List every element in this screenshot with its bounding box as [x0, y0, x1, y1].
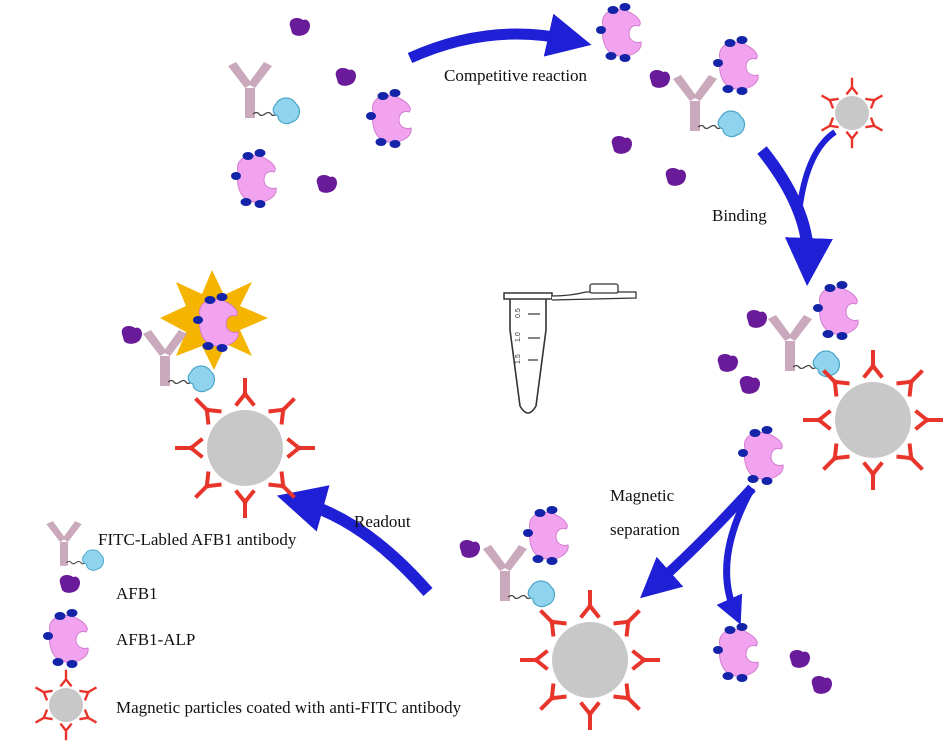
afb1-molecule: [739, 376, 761, 394]
afb1-molecule: [335, 68, 357, 86]
tube-mark: 1.5: [515, 354, 522, 364]
label-binding: Binding: [712, 206, 767, 225]
legend: [34, 520, 105, 739]
afb1-alp-conjugate: [365, 88, 412, 149]
legend-afb1-alp-label: AFB1-ALP: [116, 630, 196, 649]
afb1-molecule: [811, 676, 833, 694]
afb1-molecule: [789, 650, 811, 668]
afb1-alp-conjugate: [737, 425, 784, 486]
stage-initial-mix: [227, 18, 412, 209]
magnetic-particle: [805, 352, 941, 488]
legend-alp-icon: [42, 608, 89, 669]
arrow-readout: [276, 485, 433, 596]
magnetic-particle: [522, 592, 658, 728]
arrow-separation-down: [716, 486, 756, 625]
afb1-alp-conjugate: [595, 2, 642, 63]
label-readout: Readout: [354, 512, 411, 531]
label-separation: separation: [610, 520, 680, 539]
tube-mark: 1.0: [515, 332, 522, 342]
label-competitive-reaction: Competitive reaction: [444, 66, 588, 85]
stage-separation: [459, 425, 833, 728]
afb1-alp-conjugate: [230, 148, 277, 209]
afb1-alp-conjugate: [522, 505, 569, 566]
afb1-molecule: [289, 18, 311, 36]
afb1-molecule: [649, 70, 671, 88]
label-magnetic: Magnetic: [610, 486, 675, 505]
afb1-molecule: [665, 168, 687, 186]
legend-afb1-label: AFB1: [116, 584, 158, 603]
afb1-molecule: [121, 326, 143, 344]
legend-afb1-icon: [59, 575, 81, 593]
legend-antibody-label: FITC-Labled AFB1 antibody: [98, 530, 297, 549]
legend-particle-icon: [34, 671, 98, 739]
afb1-molecule: [459, 540, 481, 558]
arrow-competitive: [407, 13, 592, 64]
afb1-molecule: [316, 175, 338, 193]
afb1-molecule: [746, 310, 768, 328]
fitc-antibody: [227, 61, 301, 125]
arrow-particle-join: [797, 129, 837, 206]
arrow-separation-left: [640, 484, 756, 599]
legend-particles-label: Magnetic particles coated with anti-FITC…: [116, 698, 462, 717]
afb1-alp-conjugate: [712, 622, 759, 683]
afb1-alp-conjugate: [812, 280, 859, 341]
microcentrifuge-tube: 0.5 1.0 1.5: [503, 283, 637, 414]
arrow-binding: [757, 146, 833, 286]
tube-mark: 0.5: [515, 308, 522, 318]
magnetic-particle: [177, 380, 313, 516]
stage-competitive: [595, 2, 884, 186]
afb1-molecule: [611, 136, 633, 154]
stage-readout: [121, 270, 313, 516]
afb1-molecule: [717, 354, 739, 372]
legend-antibody-icon: [45, 520, 105, 571]
afb1-alp-conjugate: [712, 35, 759, 96]
